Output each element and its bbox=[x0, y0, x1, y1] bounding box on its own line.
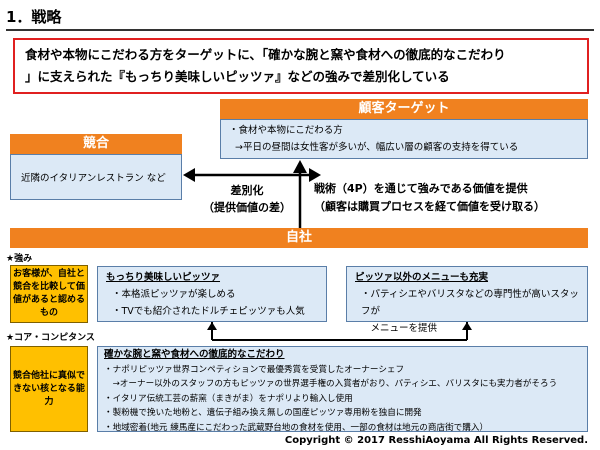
strength-pizza-title: もっちり美味しいピッツァ bbox=[106, 272, 221, 283]
title-divider bbox=[6, 29, 594, 31]
customer-target-line-1: ・食材や本物にこだわる方 bbox=[229, 125, 343, 136]
banner-line-1: 食材や本物にこだわる方をターゲットに、「確かな腕と窯や食材への徹底的なこだわり bbox=[25, 47, 506, 62]
self-header: 自社 bbox=[10, 228, 588, 248]
differentiation-line-2: （提供価値の差） bbox=[203, 201, 291, 214]
tactics-line-1: 戦術（4P）を通じて強みである価値を提供 bbox=[314, 182, 528, 195]
strength-menu-line-1: ・パティシエやバリスタなどの専門性が高いスタッフが bbox=[361, 289, 579, 317]
strength-menu-title: ピッツァ以外のメニューも充実 bbox=[355, 272, 489, 283]
strengths-note: お客様が、自社と競合を比較して価値があると認めるもの bbox=[10, 265, 88, 323]
differentiation-label: 差別化 （提供価値の差） bbox=[183, 182, 311, 216]
strength-pizza-line-2: ・TVでも紹介されたドルチェピッツァも人気 bbox=[112, 306, 305, 317]
core-note-text: 競合他社に真似できない核となる能力 bbox=[13, 370, 86, 407]
core-line-3: ・イタリア伝統工芸の薪窯（まきがま）をナポリより輸入し使用 bbox=[104, 393, 353, 404]
tactics-label: 戦術（4P）を通じて強みである価値を提供 （顧客は購買プロセスを経て価値を受け取… bbox=[314, 180, 598, 216]
customer-target-header: 顧客ターゲット bbox=[220, 99, 588, 119]
strengths-label: ★強み bbox=[6, 254, 33, 264]
banner-line-2: 」に支えられた『もっちり美味しいピッツァ』などの強みで差別化している bbox=[25, 69, 450, 84]
customer-target-line-2: →平日の昼間は女性客が多いが、幅広い層の顧客の支持を得ている bbox=[235, 142, 519, 153]
core-to-strengths-connector bbox=[207, 322, 472, 341]
summary-banner: 食材や本物にこだわる方をターゲットに、「確かな腕と窯や食材への徹底的なこだわり … bbox=[13, 38, 589, 94]
copyright: Copyright © 2017 ResshiAoyama All Rights… bbox=[284, 435, 588, 446]
competition-box: 近隣のイタリアンレストラン など bbox=[10, 154, 182, 200]
core-line-5: ・地域密着(地元 練馬産にこだわった武蔵野台地の食材を使用、一部の食材は地元の商… bbox=[104, 422, 489, 433]
tactics-line-2: （顧客は購買プロセスを経て価値を受け取る） bbox=[314, 200, 545, 213]
core-box-title: 確かな腕と窯や食材への徹底的なこだわり bbox=[104, 349, 285, 360]
strength-menu-line-2: メニューを提供 bbox=[361, 323, 438, 334]
tactics-arrow bbox=[293, 160, 307, 230]
customer-target-box: ・食材や本物にこだわる方 →平日の昼間は女性客が多いが、幅広い層の顧客の支持を得… bbox=[220, 119, 588, 159]
core-line-1: ・ナポリピッツァ世界コンペティションで最優秀賞を受賞したオーナーシェフ bbox=[104, 364, 405, 375]
core-label: ★コア・コンピタンス bbox=[6, 333, 95, 343]
strength-box-menu: ピッツァ以外のメニューも充実 ・パティシエやバリスタなどの専門性が高いスタッフが… bbox=[346, 266, 588, 334]
strength-box-pizza: もっちり美味しいピッツァ ・本格派ピッツァが楽しめる ・TVでも紹介されたドルチ… bbox=[97, 266, 327, 322]
core-note: 競合他社に真似できない核となる能力 bbox=[10, 346, 88, 432]
core-line-2: →オーナー以外のスタッフの方もピッツァの世界選手権の入賞者がおり、パティシエ、バ… bbox=[104, 379, 558, 389]
differentiation-line-1: 差別化 bbox=[230, 184, 264, 197]
strengths-note-text: お客様が、自社と競合を比較して価値があると認めるもの bbox=[13, 269, 86, 318]
competition-header: 競合 bbox=[10, 134, 182, 154]
differentiation-arrow bbox=[183, 168, 321, 182]
strength-pizza-line-1: ・本格派ピッツァが楽しめる bbox=[112, 289, 236, 300]
core-line-4: ・製粉機で挽いた地粉と、遺伝子組み換え無しの国産ピッツァ専用粉を独自に開発 bbox=[104, 408, 422, 418]
core-box: 確かな腕と窯や食材への徹底的なこだわり ・ナポリピッツァ世界コンペティションで最… bbox=[97, 346, 588, 433]
competition-item: 近隣のイタリアンレストラン など bbox=[21, 173, 166, 184]
page-title: 1．戦略 bbox=[6, 8, 62, 26]
